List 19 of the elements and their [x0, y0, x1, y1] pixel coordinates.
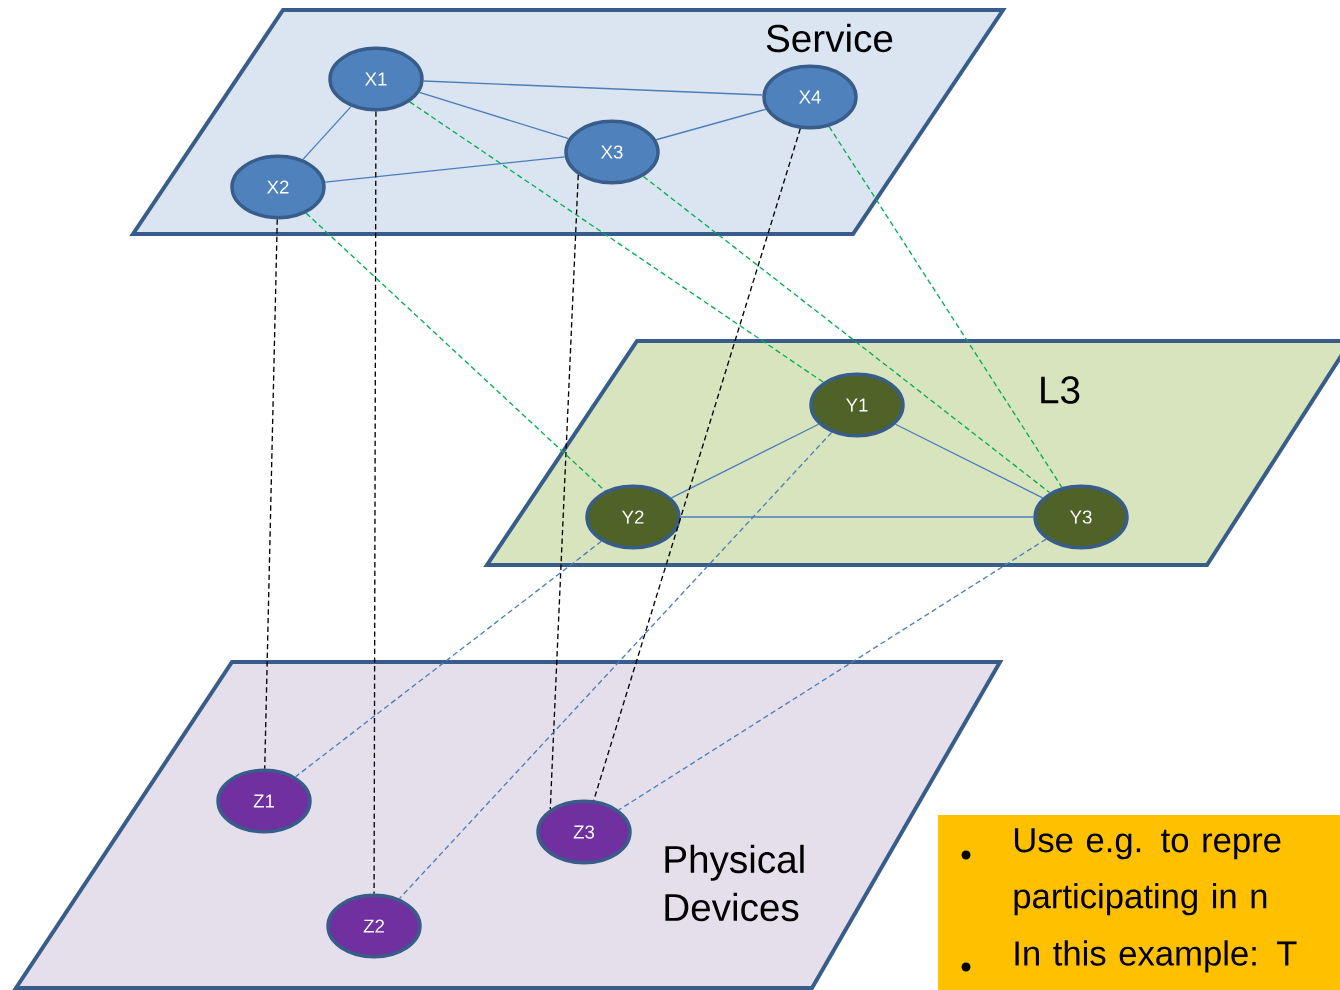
- connector-line: [642, 175, 1051, 494]
- connector-line: [655, 108, 767, 141]
- connector-line: [422, 80, 764, 96]
- connector-line: [409, 101, 824, 383]
- connector-line: [549, 174, 579, 810]
- connector-line: [894, 423, 1044, 499]
- connector-line: [373, 110, 377, 895]
- connector-line: [418, 91, 570, 140]
- connector-line: [670, 423, 820, 499]
- connector-line: [305, 212, 606, 492]
- note-box: Use e.g. to repre participating in n In this example: T: [938, 815, 1340, 990]
- connector-line: [618, 538, 1047, 811]
- connector-line: [302, 105, 352, 161]
- connector-line: [324, 156, 566, 183]
- connector-line: [680, 516, 1034, 518]
- connector-line: [264, 218, 278, 770]
- connector-line: [294, 540, 603, 778]
- connector-line: [828, 126, 1063, 488]
- connector-line: [398, 431, 833, 900]
